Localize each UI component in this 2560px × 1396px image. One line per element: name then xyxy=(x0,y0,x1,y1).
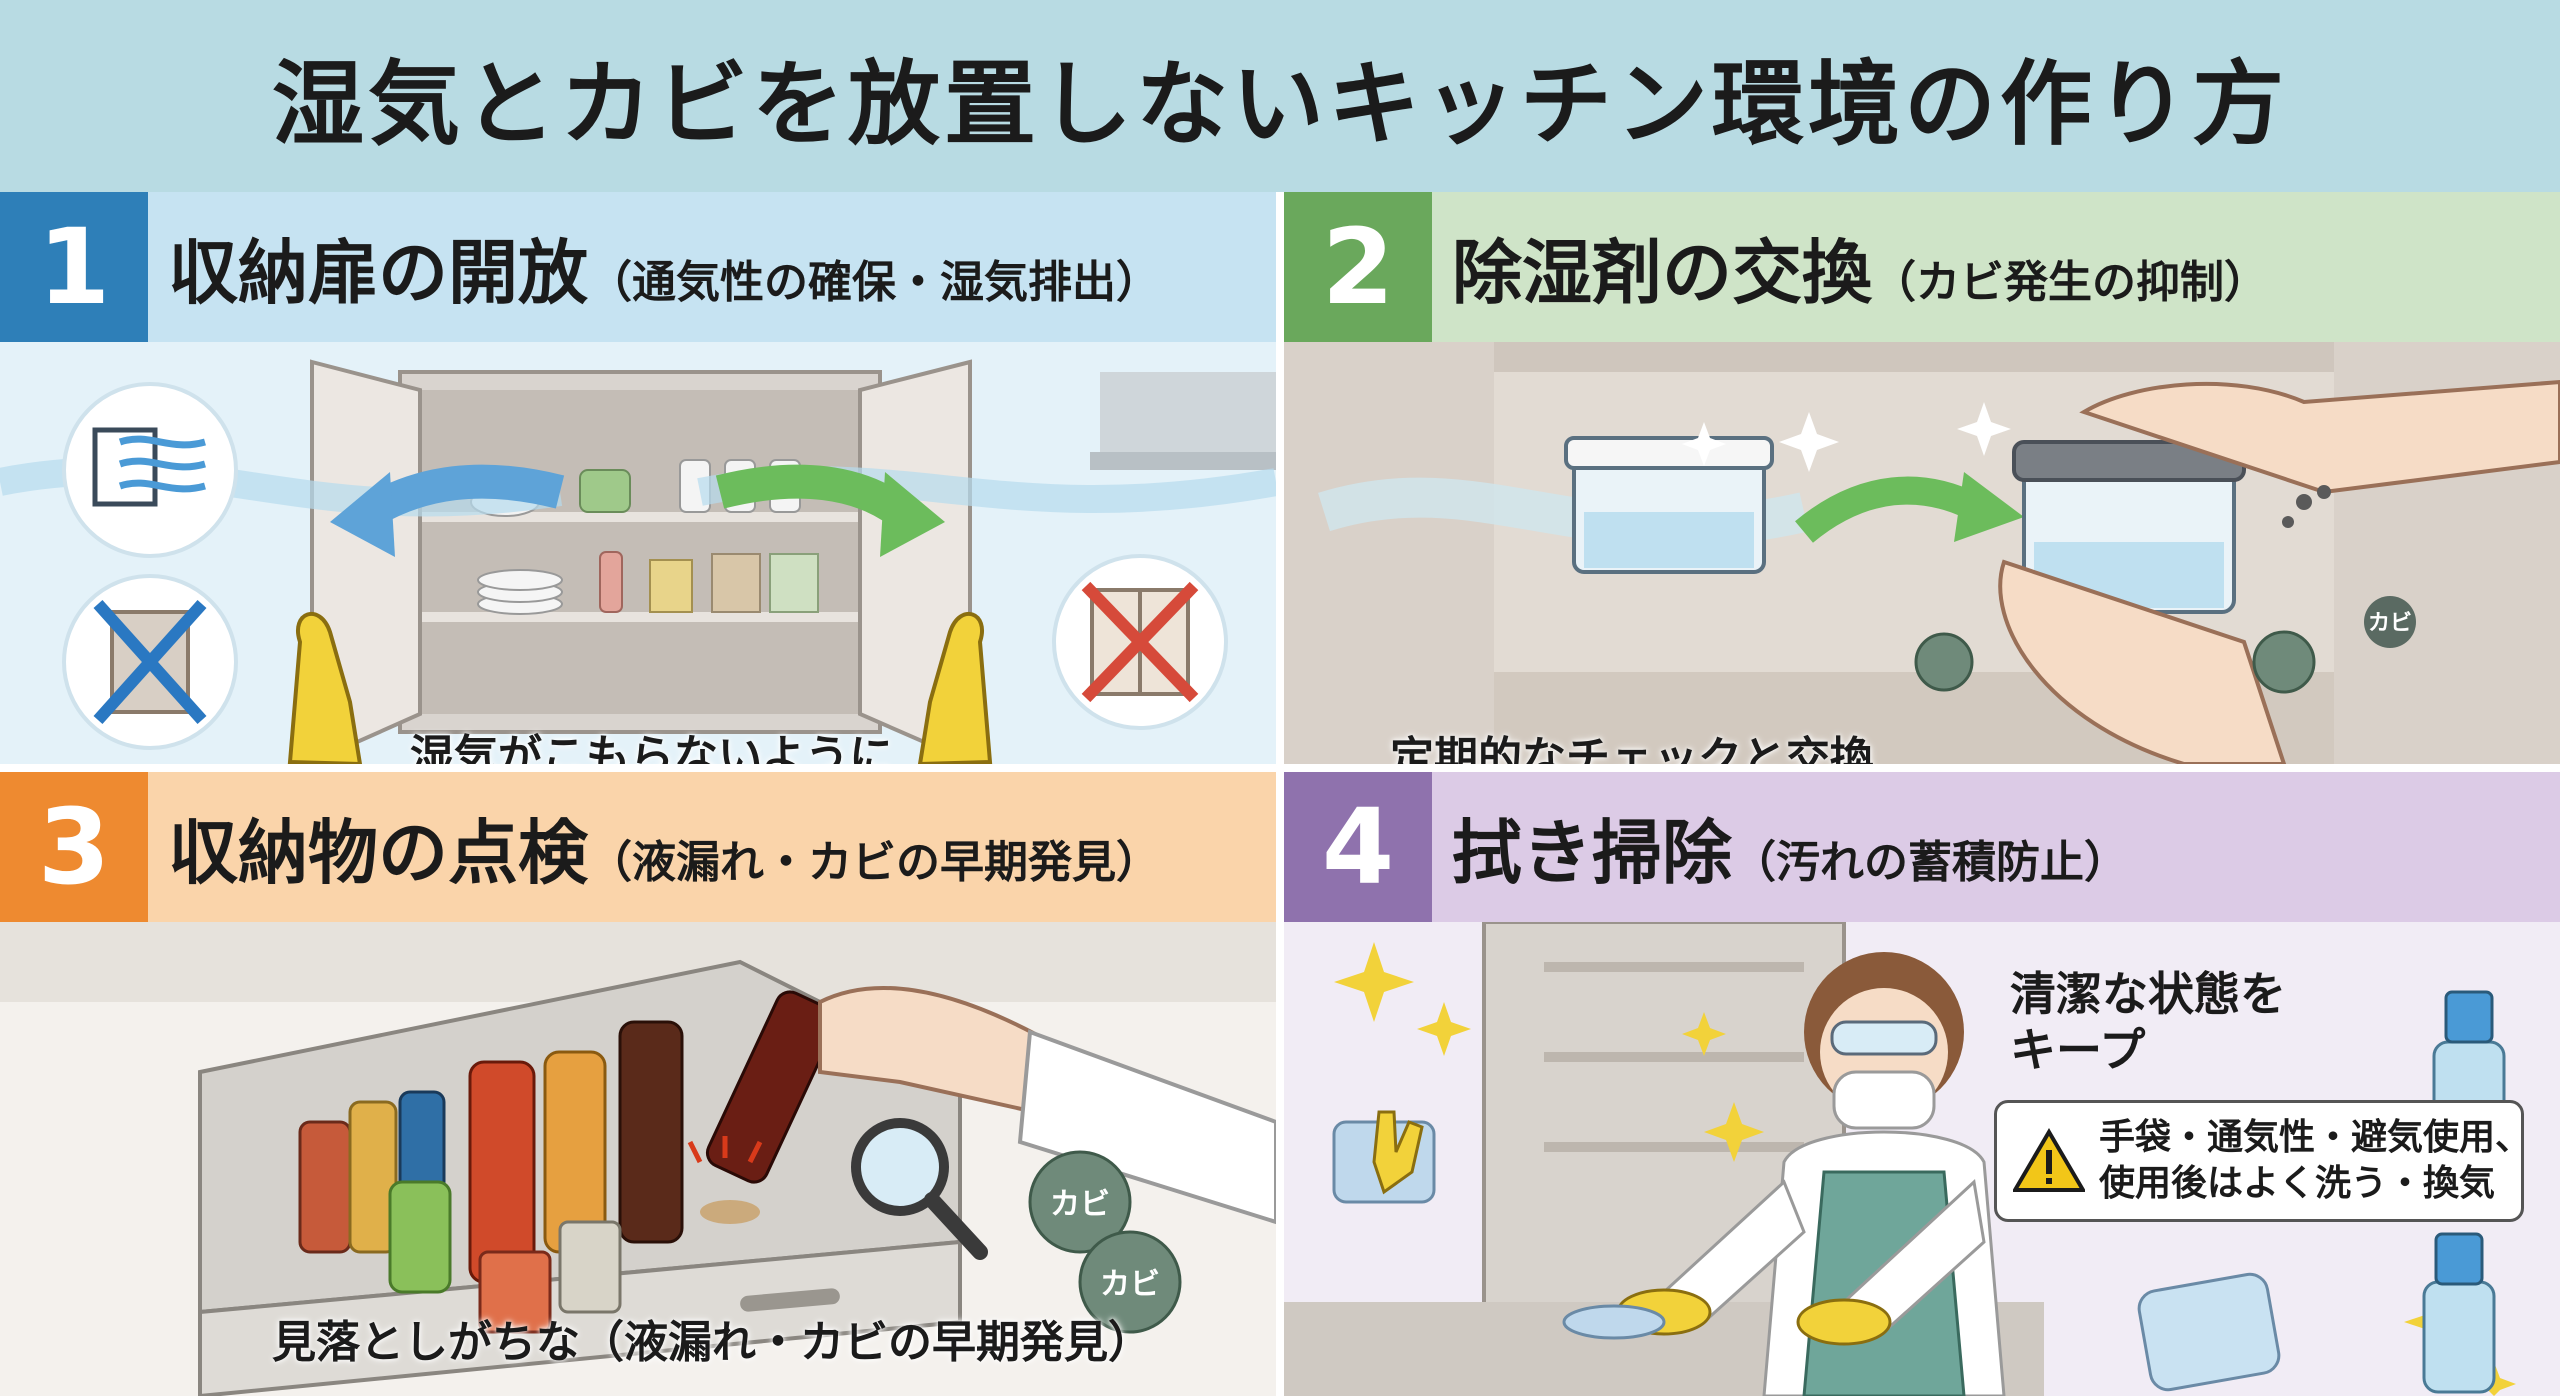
panel-2-subtitle: （カビ発生の抑制） xyxy=(1872,256,2268,308)
panel-4-caption-line-1: 清潔な状態を xyxy=(2010,967,2286,1021)
closed-cabinet-icon xyxy=(1052,554,1228,730)
panel-3-mold-label-2: カビ xyxy=(1100,1267,1160,1302)
closed-door-icon xyxy=(62,574,238,750)
panel-2-title: 除湿剤の交換（カビ発生の抑制） xyxy=(1452,231,2268,314)
title-bar: 湿気とカビを放置しないキッチン環境の作り方 xyxy=(0,0,2560,192)
airflow-icon xyxy=(62,382,238,558)
panel-4-header: 4 拭き掃除（汚れの蓄積防止） xyxy=(1284,772,2560,922)
panel-3-title: 収納物の点検（液漏れ・カビの早期発見） xyxy=(168,811,1160,894)
panel-1-header: 1 収納扉の開放（通気性の確保・湿気排出） xyxy=(0,192,1276,342)
warning-icon xyxy=(2013,1128,2085,1192)
panel-1: 1 収納扉の開放（通気性の確保・湿気排出） xyxy=(0,192,1276,764)
page-title: 湿気とカビを放置しないキッチン環境の作り方 xyxy=(271,50,2288,158)
panel-1-number: 1 xyxy=(0,192,148,342)
panel-3-header: 3 収納物の点検（液漏れ・カビの早期発見） xyxy=(0,772,1276,922)
panel-1-caption: 湿気がこもらないように xyxy=(410,731,894,764)
magnifier-icon xyxy=(851,1118,988,1260)
panel-1-illustration xyxy=(0,342,1276,764)
panel-2-caption: 定期的なチェックと交換 xyxy=(1390,733,1874,764)
panel-2-header: 2 除湿剤の交換（カビ発生の抑制） xyxy=(1284,192,2560,342)
warning-line-2: 使用後はよく洗う・換気 xyxy=(2099,1163,2496,1204)
panel-4-number: 4 xyxy=(1284,772,1432,922)
panel-2-number: 2 xyxy=(1284,192,1432,342)
cloth-icon xyxy=(2137,1272,2281,1392)
panel-3-subtitle: （液漏れ・カビの早期発見） xyxy=(588,836,1160,888)
panel-2-mold-label: カビ xyxy=(2368,611,2412,636)
panel-3: 3 収納物の点検（液漏れ・カビの早期発見） xyxy=(0,772,1276,1396)
panel-4-caption-line-2: キープ xyxy=(2010,1023,2146,1077)
panel-4-title: 拭き掃除（汚れの蓄積防止） xyxy=(1452,811,2128,894)
panel-1-subtitle: （通気性の確保・湿気排出） xyxy=(588,256,1160,308)
panel-3-illustration: カビ カビ xyxy=(0,922,1276,1396)
panel-4-illustration xyxy=(1284,922,2560,1396)
glove-icon xyxy=(1332,1110,1436,1204)
panel-4: 4 拭き掃除（汚れの蓄積防止） xyxy=(1284,772,2560,1396)
panel-4-caption: 清潔な状態を キープ xyxy=(2010,966,2286,1078)
warning-text: 手袋・通気性・避気使用、 使用後はよく洗う・換気 xyxy=(2099,1115,2531,1207)
panel-3-mold-label-1: カビ xyxy=(1050,1187,1110,1222)
panel-1-title: 収納扉の開放（通気性の確保・湿気排出） xyxy=(168,231,1160,314)
panel-2: 2 除湿剤の交換（カビ発生の抑制） xyxy=(1284,192,2560,764)
warning-line-1: 手袋・通気性・避気使用、 xyxy=(2099,1117,2532,1158)
warning-box: 手袋・通気性・避気使用、 使用後はよく洗う・換気 xyxy=(1994,1100,2531,1222)
panel-3-caption: 見落としがちな（液漏れ・カビの早期発見） xyxy=(272,1317,1152,1368)
panel-4-subtitle: （汚れの蓄積防止） xyxy=(1732,836,2128,888)
panel-2-illustration: カビ xyxy=(1284,342,2560,764)
sparkle-icon xyxy=(1682,402,2011,472)
panel-3-number: 3 xyxy=(0,772,148,922)
